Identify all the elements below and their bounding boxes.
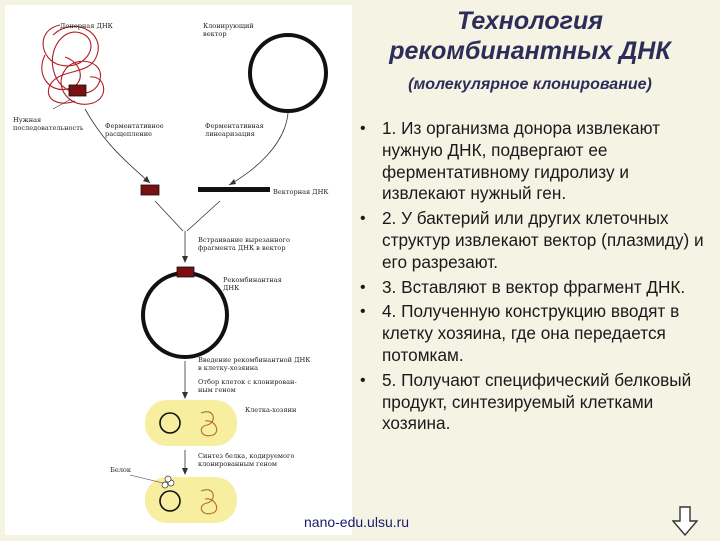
linear-vector-dna (198, 187, 270, 192)
label-enzymatic-linearization: Ферментативная линеаризация (205, 122, 264, 138)
protein-molecule (161, 481, 169, 489)
down-arrow-icon[interactable] (671, 506, 699, 541)
bullet-icon: • (360, 278, 366, 296)
step-item: •3. Вставляют в вектор фрагмент ДНК. (360, 276, 686, 297)
cloning-vector-plasmid (248, 33, 328, 113)
arrow-linearization (228, 112, 289, 186)
label-selection: Отбор клеток с клонирован- ным геном (198, 378, 297, 394)
needed-sequence-block (68, 84, 87, 97)
label-insertion: Встраивание вырезанного фрагмента ДНК в … (198, 236, 290, 252)
label-protein-synthesis: Синтез белка, кодируемого клонированным … (198, 452, 295, 468)
slide-title: Технология рекомбинантных ДНК (389, 7, 671, 65)
step-item: •5. Получают специфический белковый прод… (360, 369, 692, 434)
label-protein: Белок (110, 466, 132, 474)
cloning-diagram: Донорная ДНК Клонирующий вектор Нужная п… (5, 5, 352, 535)
slide-subtitle: (молекулярное клонирование) (408, 76, 652, 93)
label-host-cell: Клетка-хозяин (245, 406, 297, 414)
recombinant-plasmid (141, 271, 229, 359)
bullet-icon: • (360, 120, 366, 137)
recombinant-insert (176, 266, 195, 278)
label-cloning-vector: Клонирующий вектор (203, 22, 254, 38)
bullet-icon: • (360, 371, 366, 389)
label-introduction: Введение рекомбинантной ДНК в клетку-хоз… (198, 356, 311, 372)
step-item: •1. Из организма донора извлекают нужную… (360, 118, 660, 204)
label-needed-sequence: Нужная последовательность (13, 116, 84, 132)
bullet-icon: • (360, 210, 366, 228)
label-recombinant-dna: Рекомбинантная ДНК (223, 276, 282, 292)
step-item: •4. Полученную конструкцию вводят в клет… (360, 301, 680, 365)
arrow-cleavage (84, 108, 151, 184)
producing-cell (129, 474, 237, 523)
step-item: •2. У бактерий или других клеточных стру… (360, 208, 704, 272)
label-enzymatic-cleavage: Ферментативное расщепление (105, 122, 164, 138)
footer-link[interactable]: nano-edu.ulsu.ru (304, 514, 410, 530)
label-donor-dna: Донорная ДНК (60, 22, 113, 30)
bullet-icon: • (360, 303, 366, 321)
host-cell (145, 400, 237, 446)
steps-list: •1. Из организма донора извлекают нужную… (356, 118, 712, 438)
cloning-diagram-graphic (41, 24, 328, 523)
dna-fragment (140, 184, 160, 196)
label-vector-dna: Векторная ДНК (273, 188, 329, 196)
